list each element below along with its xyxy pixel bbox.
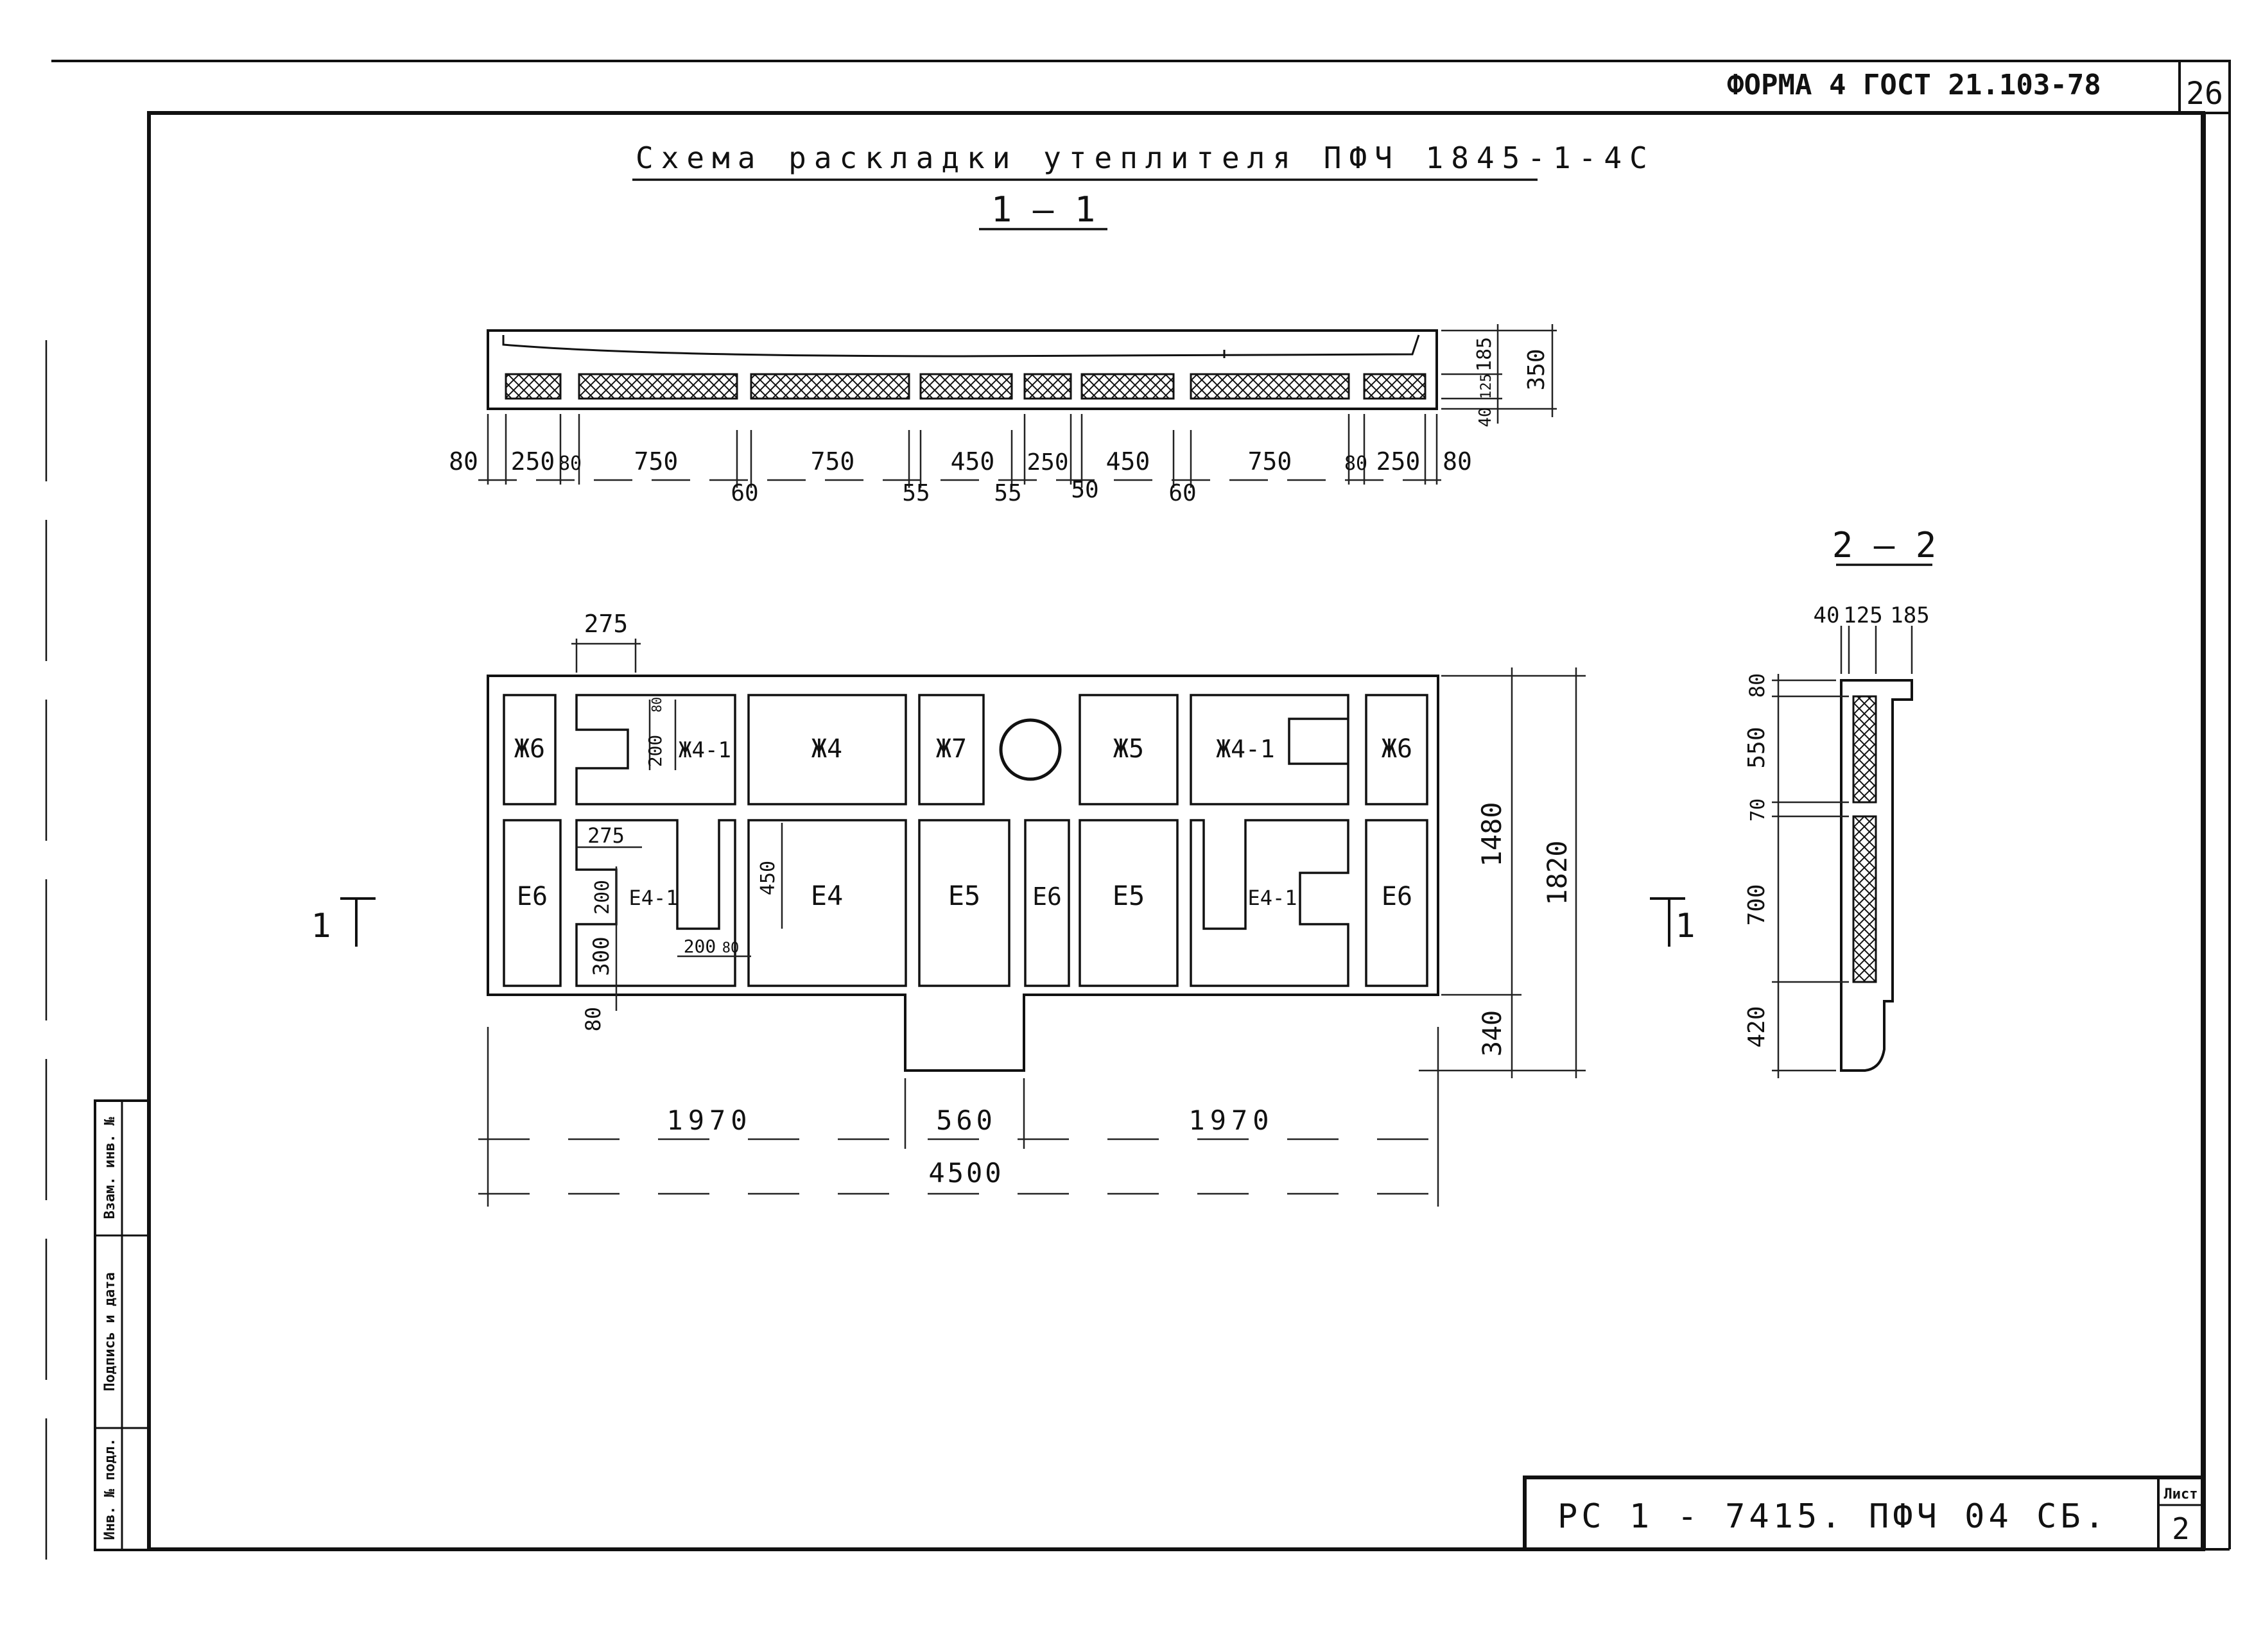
plan-view: Ж6 Ж4-1 Ж4 Ж7 Ж5 Ж4-1 Ж6 Е6 Е4-1 Е4 Е5 Е… [311, 610, 1695, 1207]
stamp-label: Инв. № подл. [102, 1438, 118, 1540]
dim-label: 55 [902, 480, 930, 506]
dim-label: 250 [511, 447, 555, 476]
dim-label: 4500 [928, 1157, 1003, 1189]
insulation-block [1852, 695, 1877, 804]
insulation-block [1190, 373, 1350, 400]
dim-label: 275 [584, 610, 629, 638]
dim-label: 450 [951, 447, 995, 476]
dim-label: 1820 [1541, 840, 1573, 905]
cut-mark-label: 1 [1675, 907, 1695, 945]
insulation-block [750, 373, 910, 400]
dim-label: 300 [589, 936, 614, 976]
sheet-number: 2 [2172, 1511, 2190, 1546]
insulation-block [1363, 373, 1426, 400]
dim-label: 80 [581, 1007, 605, 1032]
section-1-label: 1 – 1 [991, 189, 1096, 230]
section-1-1-view: 80 250 80 750 750 450 250 450 750 80 250… [449, 324, 1557, 506]
dim-label: 450 [1106, 447, 1150, 476]
dim-label: 560 [936, 1105, 996, 1136]
stamp-label: Подпись и дата [102, 1272, 118, 1391]
cut-mark-label: 1 [311, 907, 331, 945]
dim-label: 80 [722, 940, 740, 956]
dim-label: 185 [1473, 337, 1496, 372]
dim-label: 750 [634, 447, 679, 476]
cell-label: Ж6 [514, 734, 545, 764]
dim-label: 1970 [1188, 1105, 1274, 1136]
cell-label: Ж4-1 [679, 737, 731, 763]
dim-label: 340 [1478, 1010, 1507, 1056]
section-2-label: 2 – 2 [1832, 525, 1937, 565]
dim-label: 80 [1344, 452, 1367, 475]
cell-label: Ж6 [1382, 734, 1412, 764]
dim-label: 250 [1027, 449, 1068, 476]
sheet-label: Лист [2164, 1486, 2198, 1502]
insulation-block [1080, 373, 1175, 400]
stamp-label: Взам. инв. № [102, 1117, 118, 1219]
dim-label: 125 [1478, 374, 1495, 399]
dim-label: 550 [1744, 727, 1770, 768]
cell-label: Е5 [948, 880, 981, 911]
dim-label: 80 [449, 447, 478, 476]
sheet-frame [45, 60, 2231, 1585]
cell-label: Ж7 [936, 734, 967, 764]
insulation-block [578, 373, 738, 400]
dim-label: 70 [1747, 798, 1769, 822]
cell-label: Е6 [517, 882, 548, 911]
dim-label: 250 [1376, 447, 1421, 476]
insulation-block [1852, 815, 1877, 983]
dim-label: 80 [1745, 673, 1769, 698]
insulation-block [505, 373, 562, 400]
cell-label: Ж4-1 [1216, 735, 1275, 763]
cell-label: Е6 [1032, 882, 1062, 911]
drawing-title: Схема раскладки утеплителя ПФЧ 1845-1-4С [636, 141, 1655, 175]
dim-label: 420 [1744, 1006, 1770, 1047]
dim-label: 750 [1248, 447, 1292, 476]
form-label: ФОРМА 4 ГОСТ 21.103-78 [1727, 69, 2101, 101]
cell-label: Ж5 [1113, 734, 1144, 764]
dim-label: 1970 [666, 1105, 752, 1136]
dim-label: 1480 [1476, 802, 1507, 866]
dim-label: 700 [1744, 884, 1770, 925]
insulation-block [919, 373, 1013, 400]
dim-label: 40 [1814, 603, 1840, 628]
dim-label: 80 [649, 697, 664, 712]
dim-label: 60 [731, 480, 758, 506]
cell-label: Е5 [1113, 880, 1145, 911]
dim-label: 750 [811, 447, 855, 476]
cell-label: Е6 [1382, 882, 1412, 911]
page-number: 26 [2186, 76, 2223, 112]
section-2-2-view: 2 – 2 40 125 185 80 550 70 700 420 [1744, 525, 1936, 1078]
dim-label: 80 [559, 452, 582, 475]
dim-label: 60 [1168, 480, 1196, 506]
side-stamp: Инв. № подл. Подпись и дата Взам. инв. № [94, 1099, 150, 1551]
dim-label: 200 [645, 735, 666, 768]
cell-label: Ж4 [811, 734, 842, 764]
dim-label: 185 [1890, 603, 1929, 628]
dim-label: 350 [1523, 348, 1550, 390]
document-code: РС 1 - 7415. ПФЧ 04 СБ. [1557, 1497, 2108, 1536]
cell-label: Е4-1 [629, 886, 678, 910]
dim-label: 200 [684, 936, 716, 957]
dim-label: 40 [1476, 407, 1495, 427]
dim-label: 200 [591, 880, 614, 915]
cell-label: Е4 [811, 880, 844, 911]
dim-label: 55 [994, 480, 1021, 506]
dim-label: 450 [757, 861, 779, 895]
dim-label: 275 [587, 823, 625, 848]
cell-label: Е4-1 [1247, 886, 1297, 910]
dim-label: 50 [1071, 477, 1098, 503]
dim-label: 80 [1443, 447, 1472, 476]
title-block: РС 1 - 7415. ПФЧ 04 СБ. Лист 2 [1523, 1476, 2205, 1551]
insulation-block [1023, 373, 1072, 400]
dim-label: 125 [1843, 603, 1882, 628]
